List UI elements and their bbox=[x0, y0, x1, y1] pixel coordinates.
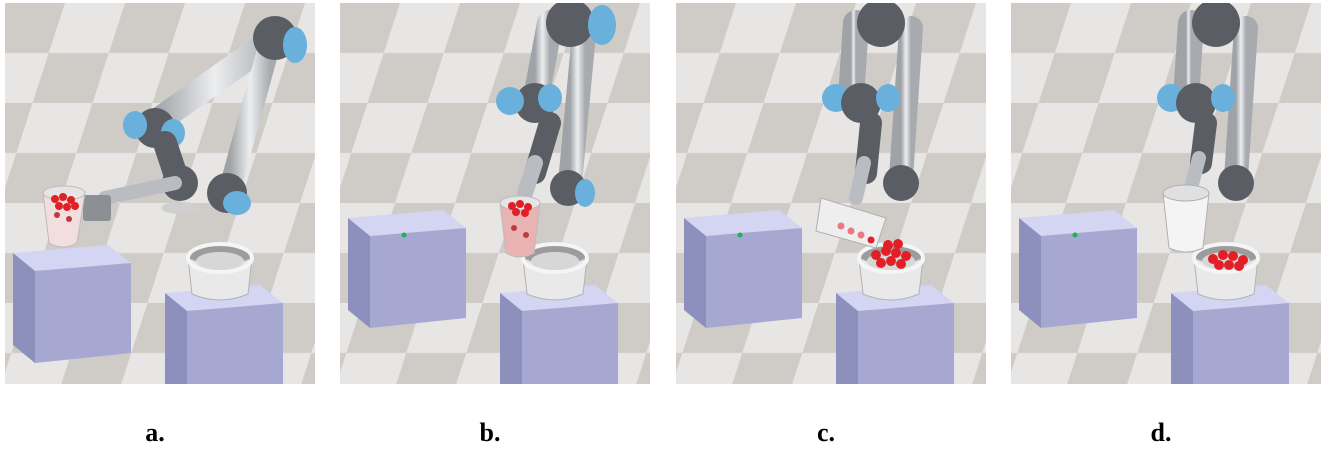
target-bowl bbox=[857, 242, 925, 302]
scene-image-c bbox=[676, 3, 986, 384]
scene-image-d bbox=[1011, 3, 1321, 384]
scene-panel-b bbox=[340, 3, 650, 384]
robot-arm bbox=[1157, 3, 1258, 201]
left-box bbox=[1019, 210, 1137, 328]
empty-cup bbox=[1162, 184, 1210, 253]
scene-panel-a bbox=[5, 3, 315, 384]
scene-image-b bbox=[340, 3, 650, 384]
scene-panel-d bbox=[1011, 3, 1321, 384]
robot-arm bbox=[496, 3, 616, 207]
cup-with-balls bbox=[42, 185, 86, 248]
scene-panel-c bbox=[676, 3, 986, 384]
left-box bbox=[684, 210, 802, 328]
robot-arm bbox=[822, 3, 923, 205]
target-marker bbox=[401, 232, 407, 238]
target-bowl bbox=[186, 242, 254, 302]
caption-b: b. bbox=[479, 418, 501, 447]
target-marker bbox=[737, 232, 743, 238]
robot-arm bbox=[83, 16, 307, 221]
caption-c: c. bbox=[816, 418, 836, 447]
scene-image-a bbox=[5, 3, 315, 384]
tilted-cup bbox=[815, 197, 887, 249]
bowl-balls bbox=[871, 239, 911, 269]
cup-with-balls bbox=[499, 195, 541, 258]
target-marker bbox=[1072, 232, 1078, 238]
caption-d: d. bbox=[1150, 418, 1172, 447]
caption-a: a. bbox=[145, 418, 165, 447]
left-box bbox=[13, 245, 131, 363]
bowl-balls bbox=[1208, 250, 1248, 271]
left-box bbox=[348, 210, 466, 328]
